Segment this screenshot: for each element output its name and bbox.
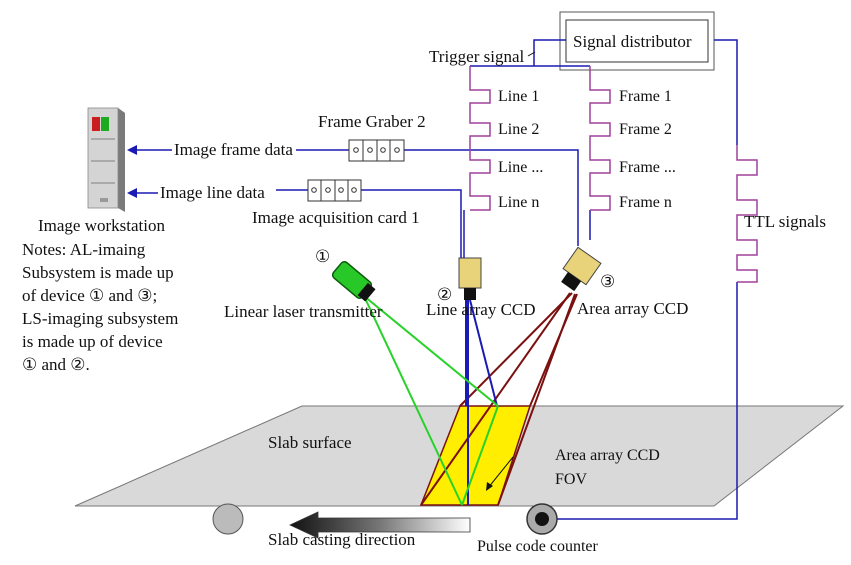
signal-distributor-inner [565, 19, 709, 63]
signal-distributor-label: Signal distributor [573, 32, 692, 51]
line-dots-label: Line ... [498, 159, 543, 176]
pulse-code-counter-label: Pulse code counter [477, 538, 599, 555]
line-n-label: Line n [498, 194, 539, 211]
line-2-label: Line 2 [498, 121, 539, 138]
notes-line: is made up of device [22, 332, 163, 351]
line-1-label: Line 1 [498, 88, 539, 105]
laser-transmitter-label: Linear laser transmitter [224, 302, 383, 321]
notes-line: ① and ②. [22, 355, 90, 374]
trigger-signal-label: Trigger signal [429, 47, 525, 66]
notes-line: of device ① and ③; [22, 286, 158, 305]
fov-pointer-head [486, 482, 493, 491]
device-number-3: ③ [600, 272, 615, 291]
image-workstation-label: Image workstation [38, 216, 165, 235]
line-array-ccd-label: Line array CCD [426, 300, 536, 319]
image-acquisition-card-label: Image acquisition card 1 [252, 208, 420, 227]
fov-label-1: Area array CCD [555, 447, 660, 464]
arrow-line-data [127, 188, 137, 198]
notes-line: LS-imaging subsystem [22, 309, 179, 328]
frame-dots-label: Frame ... [619, 159, 676, 176]
line-ccd-rays [465, 299, 498, 505]
line-array-ccd-lens [464, 288, 476, 300]
fov-label-2: FOV [555, 471, 587, 488]
pulse-trains [469, 66, 758, 283]
slab-direction-label: Slab casting direction [268, 530, 416, 549]
device-number-2: ② [437, 285, 452, 304]
laser-transmitter [331, 261, 376, 302]
area-array-ccd-label: Area array CCD [577, 299, 688, 318]
ttl-signals-label: TTL signals [744, 212, 826, 231]
frame-1-label: Frame 1 [619, 88, 672, 105]
pulse-code-counter-hub [535, 512, 549, 526]
device-number-1: ① [315, 247, 330, 266]
fov-pointer [487, 456, 514, 489]
roller-left [212, 503, 244, 535]
image-acquisition-card-1 [307, 179, 362, 202]
frame-n-label: Frame n [619, 194, 672, 211]
slab-direction-arrow [289, 511, 471, 539]
image-frame-data-label: Image frame data [174, 140, 293, 159]
notes-block: Notes: AL-imaing Subsystem is made up of… [22, 238, 222, 376]
notes-line: Subsystem is made up [22, 263, 174, 282]
image-line-data-label: Image line data [160, 183, 265, 202]
area-array-ccd [561, 246, 602, 292]
slab-surface-label: Slab surface [268, 433, 352, 452]
workstation-tower [87, 107, 125, 212]
frame-graber-label: Frame Graber 2 [318, 112, 426, 131]
arrow-frame-data [127, 145, 137, 155]
laser-beams [363, 295, 499, 506]
line-array-ccd [458, 257, 482, 289]
signal-wiring [135, 39, 738, 520]
frame-graber-2 [348, 139, 405, 162]
trigger-pointer [527, 51, 536, 57]
notes-line: Notes: AL-imaing [22, 240, 146, 259]
frame-2-label: Frame 2 [619, 121, 672, 138]
